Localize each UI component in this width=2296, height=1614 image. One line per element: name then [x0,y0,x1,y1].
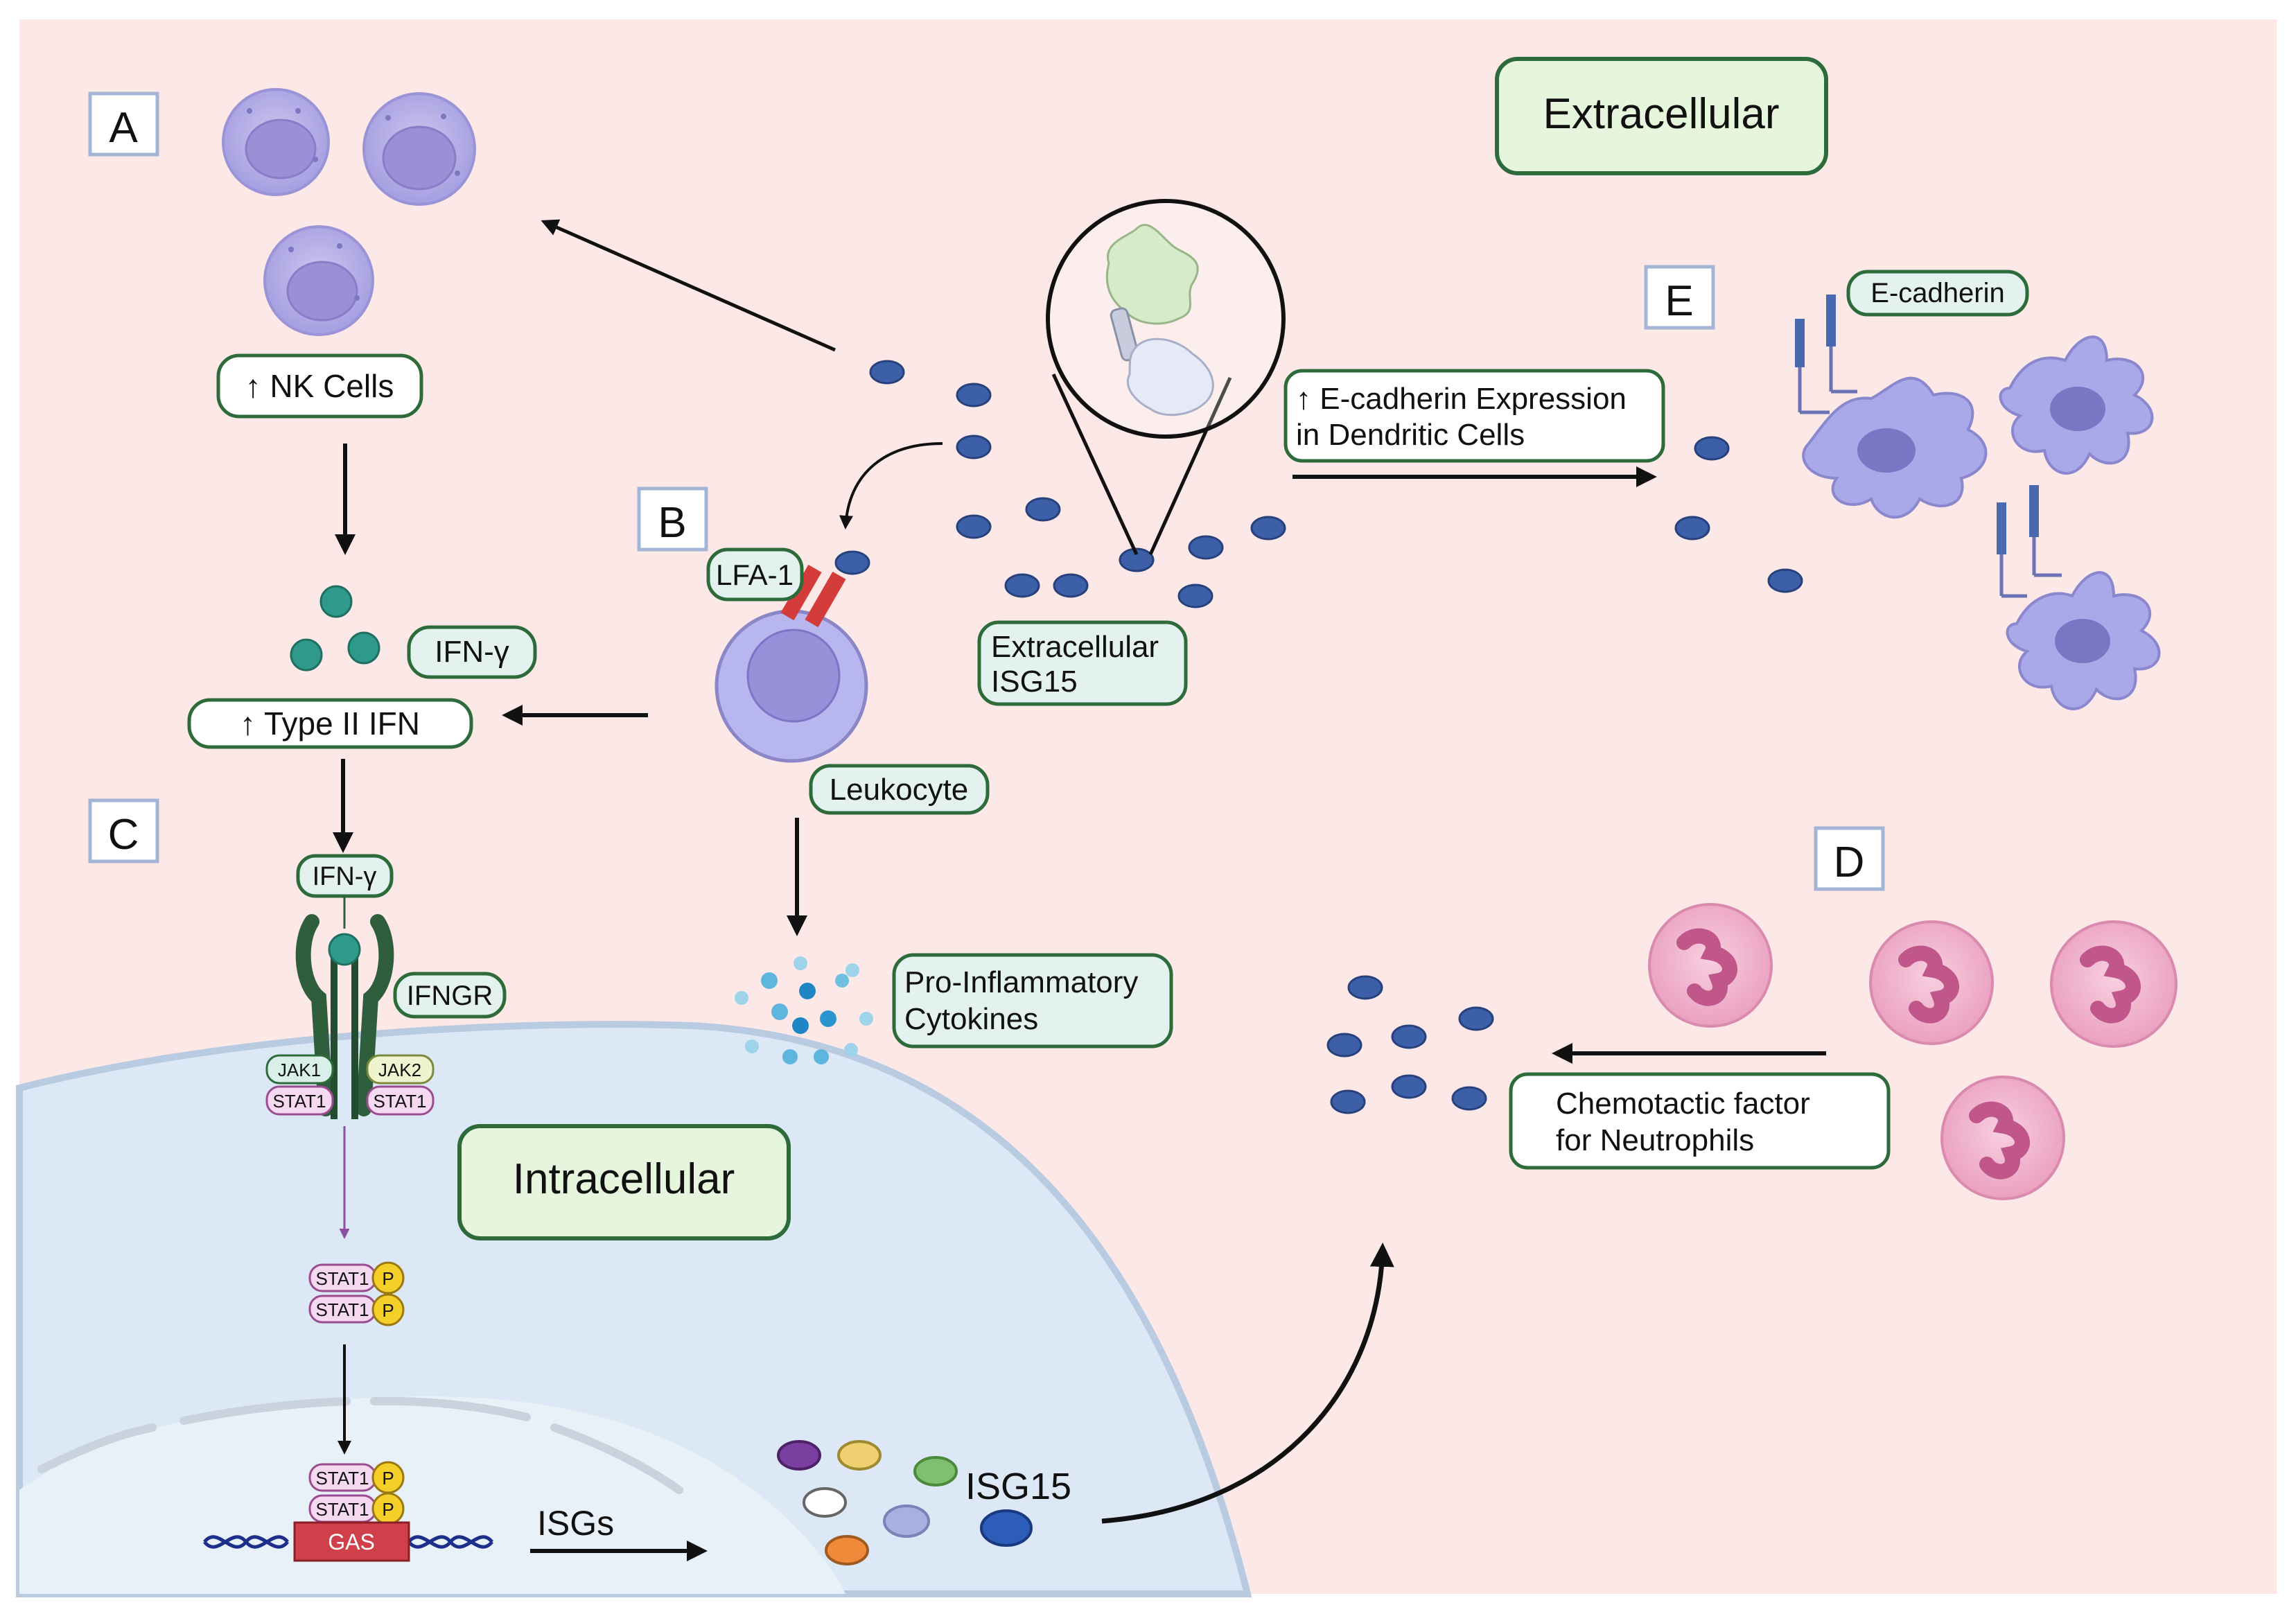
dendritic-cell-icon [1795,295,1988,519]
chemotactic-factor-label: Chemotactic factor for Neutrophils [1509,1072,1891,1170]
ecadherin-expression-label: ↑ E-cadherin Expression in Dendritic Cel… [1283,369,1665,463]
svg-text:ISGs: ISGs [537,1504,614,1543]
extracellular-region-label: Extracellular [1495,57,1828,175]
gas-element: GAS [293,1521,410,1562]
ifngr-label: IFNGR [393,972,507,1019]
svg-text:A: A [109,104,138,152]
svg-text:↑ NK Cells: ↑ NK Cells [245,368,394,404]
svg-text:JAK1: JAK1 [278,1060,321,1080]
svg-text:STAT1: STAT1 [373,1091,426,1112]
panel-letter-d: D [1814,826,1885,891]
neutrophil-icon [1869,920,1994,1045]
arrow-isg15-secretion [1101,1243,1394,1524]
svg-text:in Dendritic Cells: in Dendritic Cells [1296,418,1525,452]
svg-text:IFNGR: IFNGR [407,981,493,1011]
cytokines-label: Pro-Inflammatory Cytokines [892,953,1173,1049]
svg-text:D: D [1834,839,1865,886]
ifn-gamma-molecules [290,585,380,672]
isg15-intracellular-label: ISG15 [965,1466,1071,1507]
svg-text:P: P [382,1499,394,1520]
dendritic-cell-icon [1997,485,2161,710]
svg-text:E-cadherin: E-cadherin [1870,278,2004,308]
svg-text:STAT1: STAT1 [315,1268,369,1289]
svg-text:Chemotactic factor: Chemotactic factor [1556,1087,1810,1121]
svg-text:JAK2: JAK2 [378,1060,421,1080]
jak1-badge: JAK1 [265,1054,334,1085]
extracellular-isg15-molecules [869,360,1286,608]
svg-text:Extracellular: Extracellular [991,630,1159,664]
svg-text:STAT1: STAT1 [272,1091,326,1112]
ifn-gamma-ligand-label: IFN-γ [296,854,394,898]
lfa1-label: LFA-1 [706,547,804,602]
neutrophil-icon [2050,920,2177,1048]
intracellular-region-label: Intracellular [457,1124,791,1240]
dendritic-cell-icon [1999,335,2154,475]
svg-text:ISG15: ISG15 [991,665,1078,699]
svg-text:C: C [108,811,139,859]
svg-text:↑ Type II IFN: ↑ Type II IFN [240,705,420,742]
svg-text:E: E [1665,277,1693,325]
neutrophil-icon [1648,903,1773,1028]
svg-text:GAS: GAS [328,1529,375,1554]
jak2-badge: JAK2 [366,1054,435,1085]
nk-cell-icon [222,88,330,196]
dna-helix-icon [203,1535,493,1549]
svg-text:Intracellular: Intracellular [513,1155,735,1203]
stat1-badge-right: STAT1 [366,1085,435,1116]
ifngr-receptor-icon [295,896,394,1119]
neutrophil-icon [1940,1076,2065,1200]
svg-text:STAT1: STAT1 [315,1468,369,1489]
isg15-protein-icon [1046,199,1286,556]
svg-text:STAT1: STAT1 [315,1499,369,1520]
svg-text:P: P [382,1268,394,1289]
nuclear-envelope [37,1396,683,1494]
isg-products [777,1440,1033,1565]
svg-text:Pro-Inflammatory: Pro-Inflammatory [904,965,1138,999]
isg15-molecules-neutrophils [1326,975,1494,1114]
svg-text:STAT1: STAT1 [315,1299,369,1320]
svg-text:Leukocyte: Leukocyte [830,773,969,807]
svg-text:IFN-γ: IFN-γ [313,862,377,891]
lfa1-receptor-icon [780,550,870,628]
stat1-dimer-phosphorylated: STAT1 STAT1 P P [308,1261,405,1326]
svg-text:Extracellular: Extracellular [1543,90,1779,138]
svg-text:↑ E-cadherin Expression: ↑ E-cadherin Expression [1296,382,1627,416]
svg-text:Cytokines: Cytokines [904,1002,1038,1036]
stat1-badge-left: STAT1 [265,1085,334,1116]
svg-text:LFA-1: LFA-1 [716,559,794,591]
svg-text:for Neutrophils: for Neutrophils [1556,1123,1754,1157]
panel-letter-c: C [88,798,159,863]
nk-cells-label: ↑ NK Cells [216,353,423,419]
panel-letter-e: E [1644,265,1715,330]
isgs-label: ISGs [537,1504,614,1543]
svg-text:P: P [382,1300,394,1321]
nucleus-region [19,1396,845,1594]
svg-text:B: B [658,499,686,547]
svg-text:ISG15: ISG15 [965,1466,1071,1507]
type-ii-ifn-label: ↑ Type II IFN [187,698,473,749]
panel-letter-a: A [88,91,159,157]
ecadherin-label: E-cadherin [1846,270,2029,317]
arrow-isg15-to-lfa1 [839,442,943,529]
svg-text:IFN-γ: IFN-γ [435,635,509,669]
svg-text:P: P [382,1468,394,1489]
leukocyte-label: Leukocyte [809,764,990,815]
nk-cell-icon [263,225,374,336]
ifn-gamma-label: IFN-γ [407,625,537,679]
nk-cell-icon [362,92,476,206]
pro-inflammatory-cytokines-icon [735,956,873,1064]
panel-letter-b: B [637,486,708,552]
leukocyte-icon [715,609,868,763]
extracellular-isg15-label: Extracellular ISG15 [977,620,1188,706]
isg15-molecules-dendritic [1674,436,1803,593]
arrow-isg15-to-nk-cells [541,219,836,352]
